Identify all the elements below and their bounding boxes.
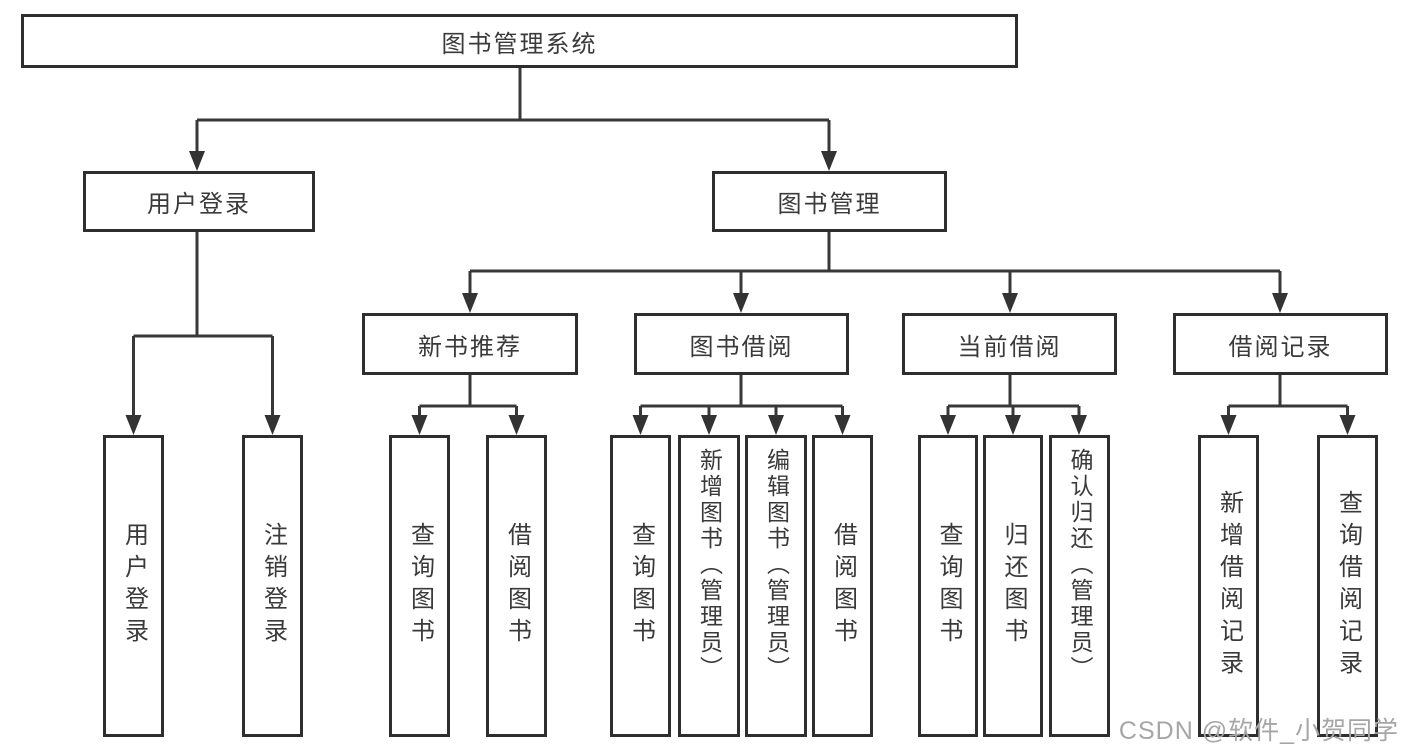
leaf-logout: 注销登录 (242, 435, 303, 737)
leaf-edit-books-admin: 编辑图书（管理员） (745, 435, 807, 737)
node-book-management: 图书管理 (712, 171, 947, 232)
leaf-return-books: 归还图书 (983, 435, 1043, 737)
node-book-borrow: 图书借阅 (634, 313, 849, 375)
leaf-borrow-books-recommend: 借阅图书 (486, 435, 547, 737)
node-root: 图书管理系统 (21, 14, 1018, 68)
node-current-borrow: 当前借阅 (902, 313, 1117, 375)
leaf-query-books-recommend: 查询图书 (389, 435, 450, 737)
leaf-user-login: 用户登录 (103, 435, 164, 737)
leaf-query-books-current: 查询图书 (918, 435, 978, 737)
node-borrow-records: 借阅记录 (1173, 313, 1388, 375)
csdn-watermark: CSDN @软件_小贺同学 (1118, 717, 1399, 745)
arrowheads (125, 151, 1356, 435)
leaf-confirm-return-admin: 确认归还（管理员） (1049, 435, 1110, 737)
node-user-login: 用户登录 (83, 171, 315, 232)
leaf-query-borrow-record: 查询借阅记录 (1317, 435, 1378, 737)
leaf-add-borrow-record: 新增借阅记录 (1198, 435, 1259, 737)
node-new-book-recommend: 新书推荐 (362, 313, 578, 375)
leaf-borrow-books: 借阅图书 (812, 435, 873, 737)
connector-path (132, 68, 1349, 417)
leaf-add-books-admin: 新增图书（管理员） (678, 435, 740, 737)
leaf-query-books-borrow: 查询图书 (610, 435, 671, 737)
